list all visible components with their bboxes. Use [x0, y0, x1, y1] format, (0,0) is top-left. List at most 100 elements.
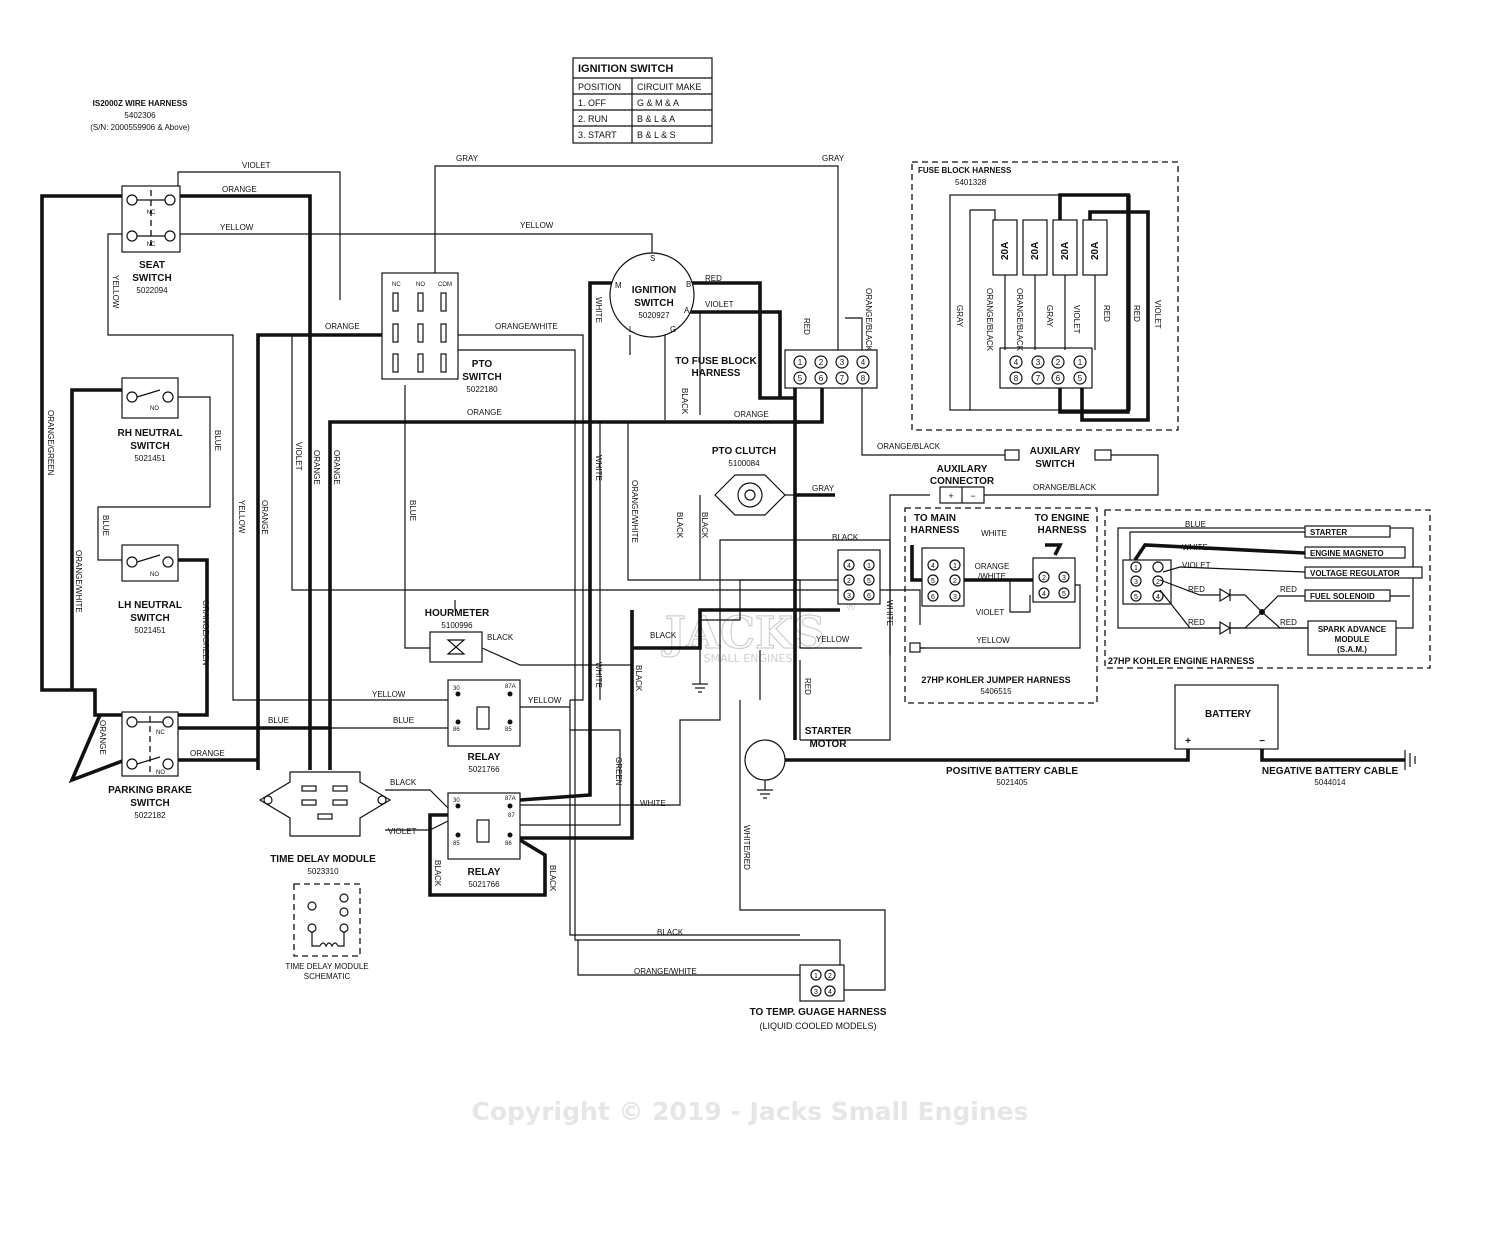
- ignition-switch: S B A G L M IGNITION SWITCH 5020927: [609, 252, 695, 338]
- wire-label: YELLOW: [372, 690, 406, 699]
- part-number: 5020927: [638, 311, 670, 320]
- svg-text:1: 1: [798, 358, 803, 367]
- component-label: LH NEUTRAL: [118, 600, 182, 611]
- ground-icon: [757, 789, 773, 799]
- component-label: TO TEMP. GUAGE HARNESS: [750, 1007, 887, 1018]
- wire-label: ORANGE: [312, 450, 321, 485]
- component-label: BATTERY: [1205, 709, 1251, 720]
- harness-title: 27HP KOHLER ENGINE HARNESS: [1108, 656, 1254, 666]
- output-label: (S.A.M.): [1337, 645, 1367, 654]
- pin-label: 87: [508, 813, 515, 819]
- seat-switch: NC NC SEAT SWITCH 5022094: [121, 185, 181, 295]
- diode-icon: [1219, 587, 1232, 636]
- time-delay-module: TIME DELAY MODULE 5023310 TIME DELAY MOD…: [258, 771, 392, 981]
- wire-label: BLACK: [832, 533, 859, 542]
- starter-motor: STARTER MOTOR: [744, 726, 852, 799]
- wire-label: BLUE: [408, 500, 417, 521]
- svg-text:1: 1: [1134, 565, 1138, 572]
- harness-part: 5402306: [124, 111, 156, 120]
- component-label: AUXILARY: [937, 464, 988, 475]
- svg-text:5: 5: [798, 374, 803, 383]
- wire-label: GRAY: [822, 154, 845, 163]
- component-label: RELAY: [468, 752, 501, 763]
- wire-label: RED: [705, 274, 722, 283]
- wire-label: ORANGE: [260, 500, 269, 535]
- svg-text:1: 1: [867, 563, 871, 570]
- wire-label: GRAY: [955, 305, 964, 328]
- wire-label: VIOLET: [388, 827, 417, 836]
- wire-label: WHITE/RED: [742, 825, 751, 870]
- component-label: RH NEUTRAL: [118, 428, 183, 439]
- wire-label: BLACK: [634, 665, 643, 692]
- svg-text:5: 5: [931, 578, 935, 585]
- wire-label: VIOLET: [1153, 300, 1162, 329]
- svg-text:6: 6: [931, 594, 935, 601]
- wire-label: BLACK: [548, 865, 557, 892]
- fuse-rating: 20A: [1090, 242, 1101, 260]
- auxiliary-switch: AUXILARY SWITCH: [1004, 446, 1112, 470]
- svg-text:3: 3: [1134, 579, 1138, 586]
- terminal-label: S: [650, 254, 655, 263]
- wire-label: ORANGE/BLACK: [985, 288, 994, 352]
- wire-label: ORANGE/BLACK: [864, 288, 873, 352]
- wire-label: WHITE: [981, 529, 1007, 538]
- hourmeter: HOURMETER 5100996: [425, 608, 490, 663]
- wire-label: VIOLET: [1072, 305, 1081, 334]
- fuse-rating: 20A: [1060, 242, 1071, 260]
- wire-label: YELLOW: [976, 636, 1010, 645]
- terminal-label: M: [615, 281, 622, 290]
- svg-text:3: 3: [1062, 575, 1066, 582]
- terminal-label: +: [1185, 736, 1191, 747]
- svg-text:4: 4: [828, 989, 832, 996]
- logo-watermark: JACKS: [661, 608, 825, 659]
- wire-label: RED: [802, 318, 811, 335]
- component-label: SWITCH: [462, 372, 501, 383]
- parking-brake-switch: NC NO PARKING BRAKE SWITCH 5022182: [108, 711, 192, 820]
- svg-text:3: 3: [1036, 358, 1041, 367]
- table-cell: 1. OFF: [578, 98, 607, 108]
- svg-text:+: +: [948, 491, 953, 501]
- table-header: CIRCUIT MAKE: [637, 82, 701, 92]
- table-cell: 3. START: [578, 130, 617, 140]
- wire-label: BLACK: [433, 860, 442, 887]
- wire-label: ORANGE/BLACK: [877, 442, 941, 451]
- pin-label: 87A: [505, 796, 516, 802]
- output-label: MODULE: [1335, 635, 1370, 644]
- svg-text:2: 2: [953, 578, 957, 585]
- wire-label: RED: [1102, 305, 1111, 322]
- component-label: TIME DELAY MODULE: [270, 854, 376, 865]
- auxiliary-connector: + − AUXILARY CONNECTOR: [930, 464, 995, 504]
- fuse-block-harness: FUSE BLOCK HARNESS 5401328 20A 20A 20A 2…: [911, 161, 1179, 431]
- svg-text:8: 8: [1014, 374, 1019, 383]
- terminal-label: −: [1259, 736, 1265, 747]
- wire-label: ORANGE/WHITE: [630, 480, 639, 543]
- component-label: HARNESS: [1038, 525, 1087, 536]
- part-number: 5021451: [134, 454, 166, 463]
- component-label: SWITCH: [130, 613, 169, 624]
- table-cell: G & M & A: [637, 98, 679, 108]
- svg-text:1: 1: [814, 973, 818, 980]
- wire-label: YELLOW: [220, 223, 254, 232]
- pin-label: 85: [453, 841, 460, 847]
- svg-text:2: 2: [1042, 575, 1046, 582]
- wire-label: BLUE: [101, 515, 110, 536]
- wire-label: BLACK: [487, 633, 514, 642]
- svg-text:1: 1: [953, 563, 957, 570]
- component-label: SWITCH: [1035, 459, 1074, 470]
- output-label: ENGINE MAGNETO: [1310, 549, 1384, 558]
- table-header: POSITION: [578, 82, 621, 92]
- part-number: 5100996: [441, 621, 473, 630]
- svg-text:4: 4: [1014, 358, 1019, 367]
- wire-label: ORANGE: [975, 562, 1010, 571]
- contact-label: NC: [147, 242, 156, 248]
- copyright-watermark: Copyright © 2019 - Jacks Small Engines: [472, 1097, 1029, 1126]
- wire-label: ORANGE: [325, 322, 360, 331]
- wire-label: ORANGE: [734, 410, 769, 419]
- wire-label: RED: [1280, 585, 1297, 594]
- wire-label: GRAY: [456, 154, 479, 163]
- part-number: 5021405: [996, 778, 1028, 787]
- pto-clutch: PTO CLUTCH 5100084: [712, 446, 786, 516]
- part-number: 5021766: [468, 880, 500, 889]
